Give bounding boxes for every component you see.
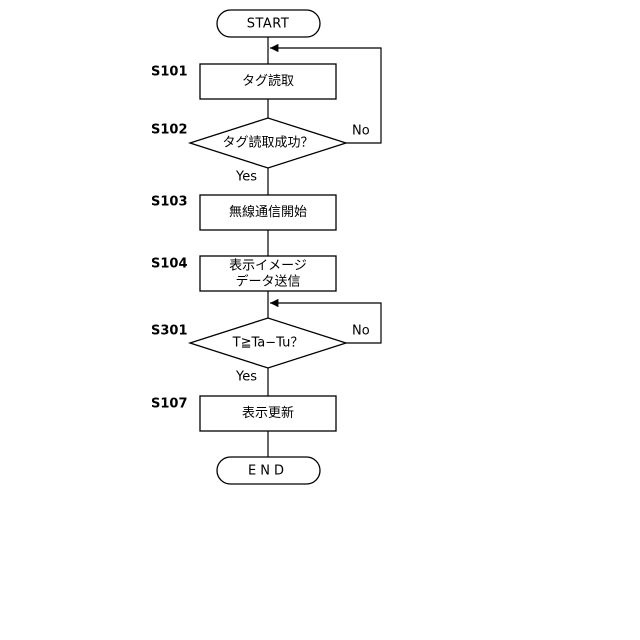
process-text-s103: 無線通信開始 xyxy=(229,204,307,220)
step-s301: S301 T≧Ta−Tu？ No Yes xyxy=(151,318,370,385)
decision-text-s301: T≧Ta−Tu？ xyxy=(232,336,304,351)
decision-text-s102: タグ読取成功？ xyxy=(222,135,313,151)
process-text-s107: 表示更新 xyxy=(242,405,294,421)
step-s103: S103 無線通信開始 xyxy=(151,195,336,231)
yes-label-s102: Yes xyxy=(235,170,257,185)
no-label-s301: No xyxy=(352,324,370,339)
process-text-s104-line1: 表示イメージ xyxy=(229,259,307,274)
step-id-s103: S103 xyxy=(151,195,188,210)
step-s102: S102 タグ読取成功？ No Yes xyxy=(151,118,370,185)
connectors xyxy=(268,37,381,457)
process-text-s104-line2: データ送信 xyxy=(235,274,300,290)
end-terminal: END xyxy=(217,457,320,484)
start-terminal: START xyxy=(217,10,320,37)
end-label: END xyxy=(248,464,288,479)
step-s107: S107 表示更新 xyxy=(151,396,336,431)
step-id-s101: S101 xyxy=(151,65,188,80)
step-s101: S101 タグ読取 xyxy=(151,64,336,99)
step-id-s102: S102 xyxy=(151,123,188,138)
step-id-s301: S301 xyxy=(151,324,188,339)
yes-label-s301: Yes xyxy=(235,370,257,385)
no-label-s102: No xyxy=(352,124,370,139)
process-text-s101: タグ読取 xyxy=(242,73,294,89)
step-id-s107: S107 xyxy=(151,397,188,412)
start-label: START xyxy=(247,17,290,32)
step-s104: S104 表示イメージ データ送信 xyxy=(151,256,336,291)
step-id-s104: S104 xyxy=(151,257,188,272)
